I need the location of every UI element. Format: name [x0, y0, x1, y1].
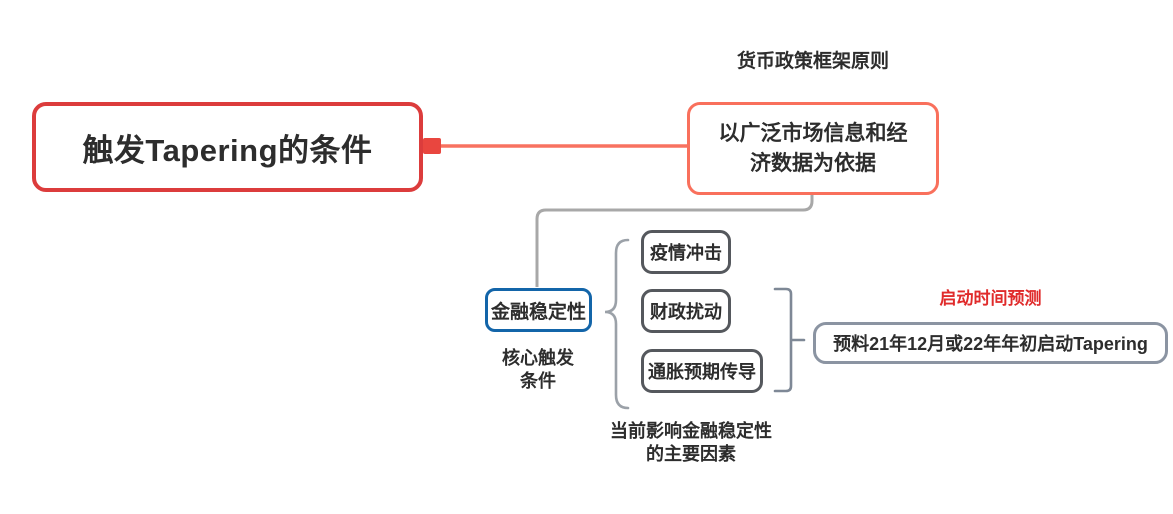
root-connection-handle — [423, 138, 441, 154]
topic-principle[interactable]: 以广泛市场信息和经 济数据为依据 — [687, 102, 939, 195]
topic-prediction[interactable]: 预料21年12月或22年年初启动Tapering — [813, 322, 1168, 364]
topic-root[interactable]: 触发Tapering的条件 — [32, 102, 423, 192]
connector-principle-to-stability — [535, 195, 814, 287]
label-stability-caption[interactable]: 核心触发 条件 — [502, 348, 574, 391]
topic-stability[interactable]: 金融稳定性 — [485, 288, 592, 332]
label-factors-caption[interactable]: 当前影响金融稳定性 的主要因素 — [610, 421, 772, 464]
brace-stability-factors — [604, 238, 630, 410]
topic-factor-pandemic[interactable]: 疫情冲击 — [641, 230, 731, 274]
label-principle-caption[interactable]: 货币政策框架原则 — [736, 51, 889, 72]
topic-factor-fiscal[interactable]: 财政扰动 — [641, 289, 731, 333]
label-prediction-caption[interactable]: 启动时间预测 — [939, 289, 1042, 308]
topic-factor-inflation[interactable]: 通胀预期传导 — [641, 349, 763, 393]
bracket-factors-to-prediction — [773, 287, 806, 393]
